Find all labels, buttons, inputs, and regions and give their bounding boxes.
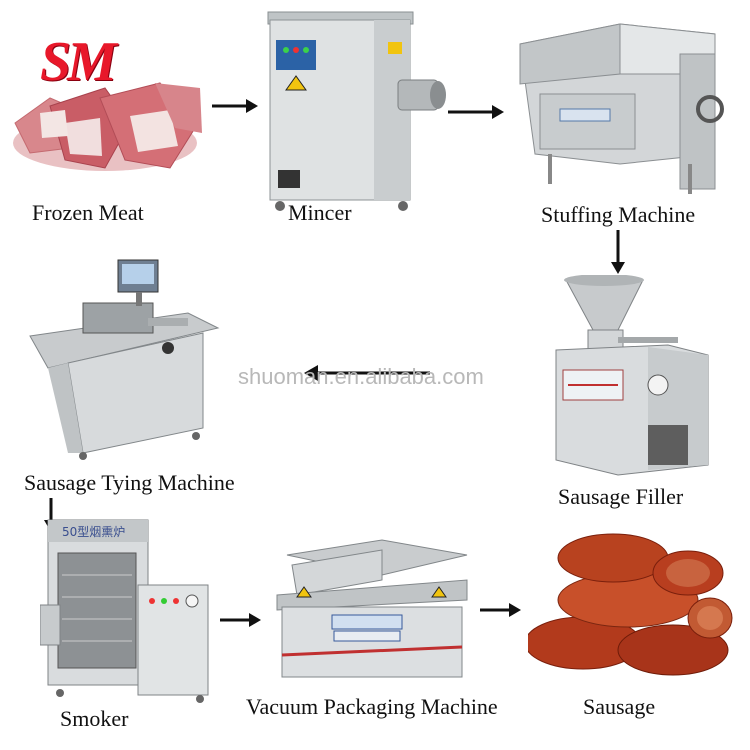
arrow-right-2 [446,102,506,122]
stuffing-machine-image [510,14,735,199]
brand-logo: SM [40,30,113,94]
step-label-sausage-filler: Sausage Filler [558,484,683,510]
arrow-right-4 [478,600,523,620]
arrow-right-1 [210,96,260,116]
arrow-down-1 [608,228,628,276]
sausage-filler-image [548,275,713,480]
step-label-stuffing-machine: Stuffing Machine [541,202,695,228]
step-label-sausage: Sausage [583,694,655,720]
sausage-tying-machine-image [28,258,228,463]
mincer-image [258,10,448,215]
step-label-frozen-meat: Frozen Meat [32,200,144,226]
step-label-mincer: Mincer [288,200,352,226]
arrow-right-3 [218,610,263,630]
step-label-vacuum-packaging-machine: Vacuum Packaging Machine [246,694,498,720]
vacuum-packaging-machine-image [272,535,472,685]
watermark-text: shuoman.en.alibaba.com [238,364,484,390]
step-label-sausage-tying-machine: Sausage Tying Machine [24,470,235,496]
sausage-image [528,518,733,688]
step-label-smoker: Smoker [60,706,128,732]
smoker-image: 50型烟熏炉 [40,515,215,705]
smoker-plate-text: 50型烟熏炉 [62,525,125,539]
